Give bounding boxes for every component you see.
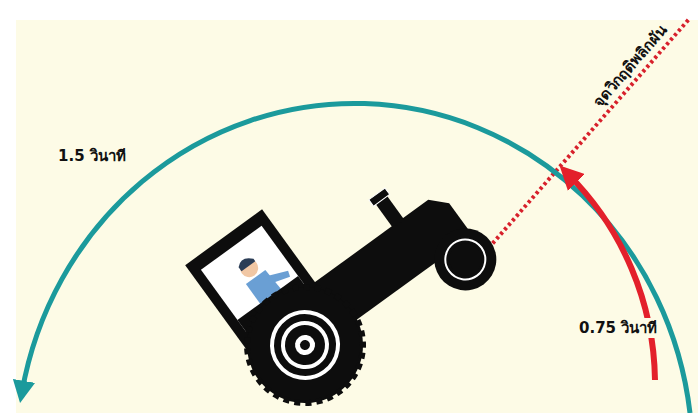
duration-label: 0.75 วินาที (576, 318, 660, 338)
critical-line (465, 18, 690, 275)
duration-label: 1.5 วินาที (55, 146, 129, 166)
tractor-figure (179, 112, 510, 413)
time-arc (568, 174, 655, 380)
critical-point-label: จุดวิกฤติพลิกผัน (587, 19, 673, 113)
